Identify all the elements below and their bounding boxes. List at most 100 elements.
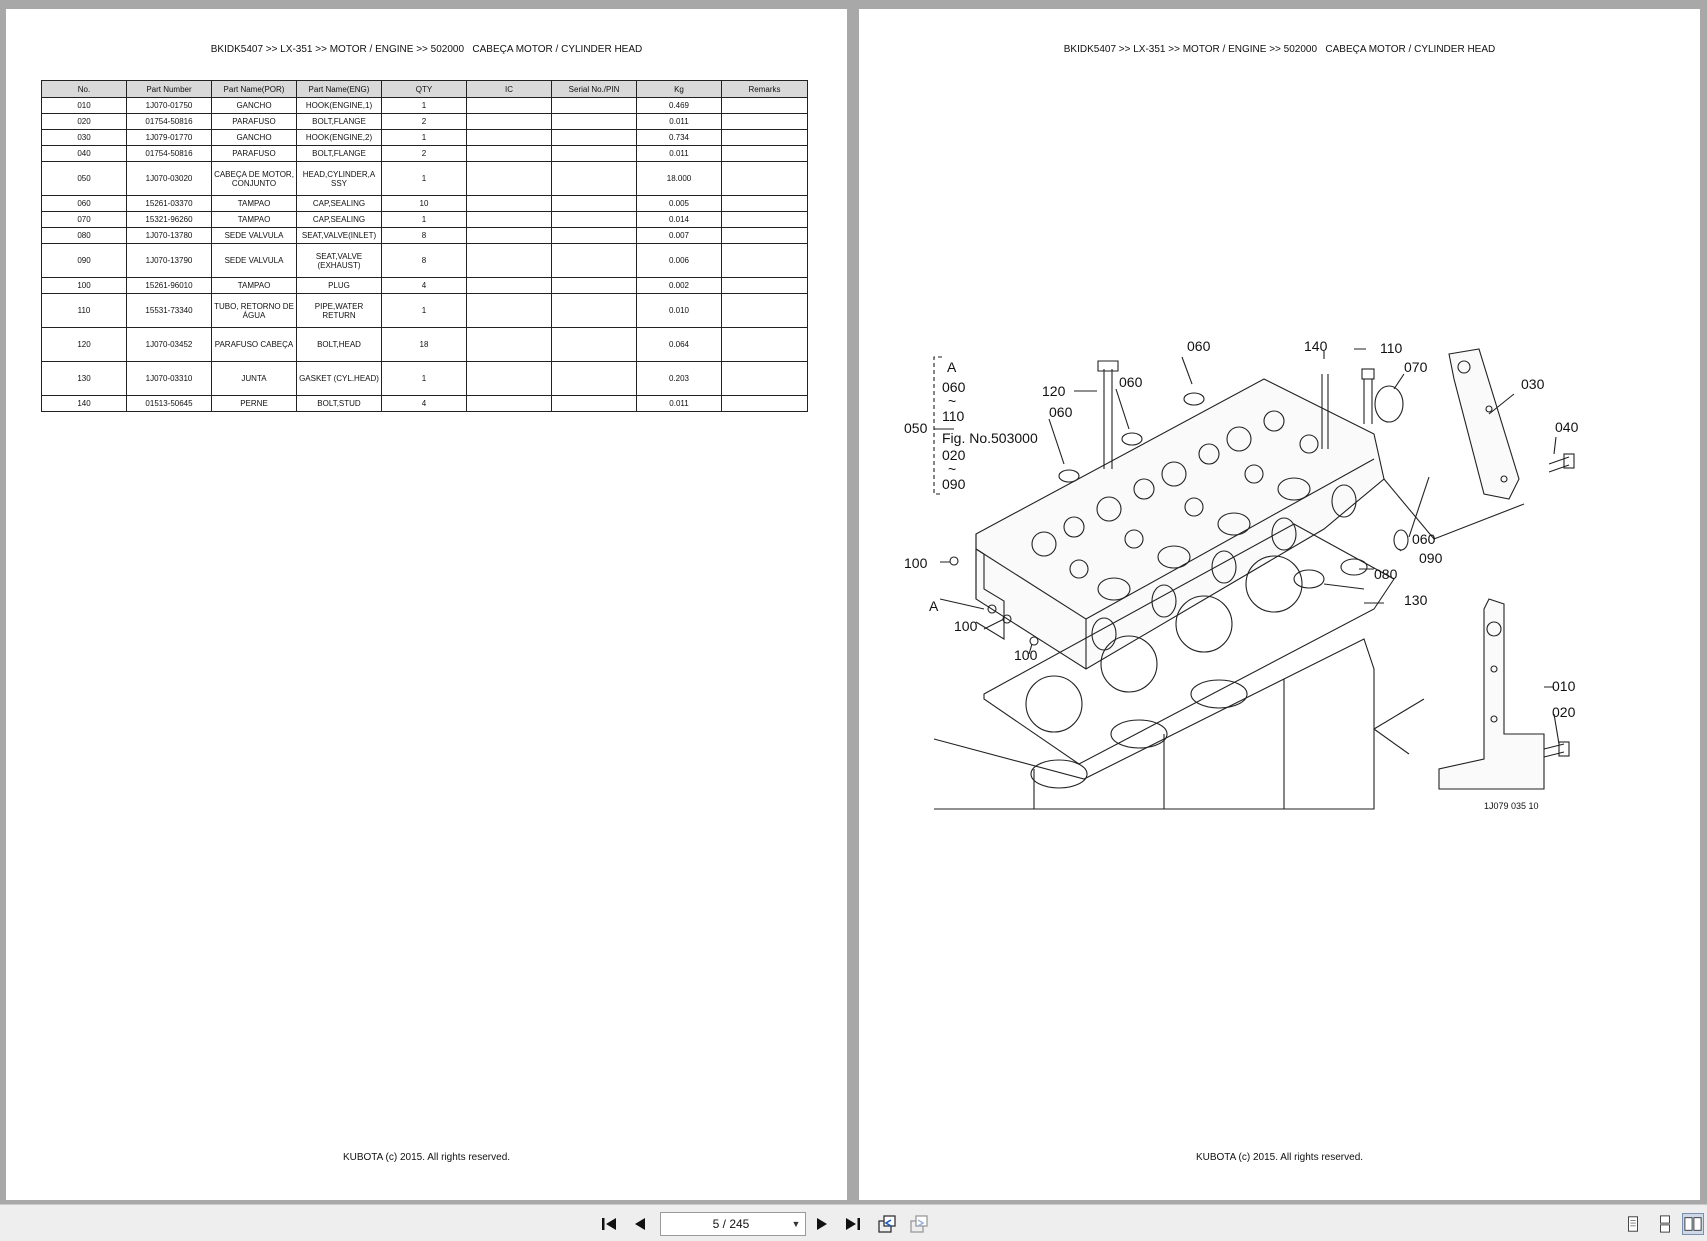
column-header-remarks: Remarks xyxy=(721,80,808,98)
cell-qty: 10 xyxy=(381,195,467,212)
triangle-left-icon xyxy=(635,1218,645,1230)
cell-serial xyxy=(551,243,637,278)
callout-060: 060 xyxy=(1119,374,1143,390)
bracket-note: A 060 ~ 110 Fig. No.503000 020 ~ 090 xyxy=(942,359,1038,492)
page-indicator: 5 / 245 xyxy=(712,1217,750,1231)
cell-part-number: 15261-03370 xyxy=(126,195,212,212)
cell-part-number: 1J079-01770 xyxy=(126,129,212,146)
bracket-note-line: ~ xyxy=(948,393,956,409)
chevron-down-icon: ▼ xyxy=(791,1219,801,1229)
cell-remarks xyxy=(721,97,808,114)
cell-ic xyxy=(466,97,552,114)
cell-name-por: TAMPAO xyxy=(211,211,297,228)
page-footer: KUBOTA (c) 2015. All rights reserved. xyxy=(1195,1152,1364,1163)
cell-remarks xyxy=(721,227,808,244)
cell-no: 110 xyxy=(41,293,127,328)
go-forward-button[interactable] xyxy=(908,1214,930,1234)
diagram-callouts: 060 140 110 070 030 120 060 060 040 050 … xyxy=(904,338,1579,720)
callout-060: 060 xyxy=(1412,531,1436,547)
cell-name-por: GANCHO xyxy=(211,129,297,146)
callout-130: 130 xyxy=(1404,592,1428,608)
single-page-icon xyxy=(1628,1216,1638,1232)
cell-name-por: GANCHO xyxy=(211,97,297,114)
page-number-selector[interactable]: 5 / 245 ▼ xyxy=(660,1212,806,1236)
callout-100: 100 xyxy=(904,555,928,571)
column-header-ic: IC xyxy=(466,80,552,98)
cell-qty: 1 xyxy=(381,293,467,328)
cell-remarks xyxy=(721,243,808,278)
cell-serial xyxy=(551,211,637,228)
column-header-no: No. xyxy=(41,80,127,98)
cell-qty: 4 xyxy=(381,277,467,294)
cell-name-por: TUBO, RETORNO DE ÁGUA xyxy=(211,293,297,328)
cell-part-number: 1J070-03020 xyxy=(126,161,212,196)
cell-name-eng: PLUG xyxy=(296,277,382,294)
cell-serial xyxy=(551,195,637,212)
cell-part-number: 01754-50816 xyxy=(126,145,212,162)
previous-page-button[interactable] xyxy=(629,1214,651,1234)
cell-remarks xyxy=(721,327,808,362)
cell-kg: 0.469 xyxy=(636,97,722,114)
bracket-note-line: 090 xyxy=(942,476,966,492)
cell-no: 070 xyxy=(41,211,127,228)
two-pages-icon xyxy=(1684,1217,1702,1231)
cell-ic xyxy=(466,277,552,294)
cell-remarks xyxy=(721,293,808,328)
skip-to-first-icon xyxy=(602,1218,616,1230)
cell-kg: 0.011 xyxy=(636,145,722,162)
callout-040: 040 xyxy=(1555,419,1579,435)
cell-remarks xyxy=(721,113,808,130)
next-page-button[interactable] xyxy=(811,1214,833,1234)
cell-no: 120 xyxy=(41,327,127,362)
cell-kg: 0.203 xyxy=(636,361,722,396)
last-page-button[interactable] xyxy=(842,1214,864,1234)
cell-name-por: SEDE VALVULA xyxy=(211,227,297,244)
return-page-icon xyxy=(878,1215,896,1233)
two-page-view-button[interactable] xyxy=(1682,1213,1704,1235)
bracket-note-line: 110 xyxy=(942,408,965,424)
table-header-row: No. Part Number Part Name(POR) Part Name… xyxy=(41,80,808,98)
callout-120: 120 xyxy=(1042,383,1066,399)
cell-no: 040 xyxy=(41,145,127,162)
cell-qty: 1 xyxy=(381,129,467,146)
cell-ic xyxy=(466,113,552,130)
cell-ic xyxy=(466,211,552,228)
cell-kg: 0.014 xyxy=(636,211,722,228)
callout-A: A xyxy=(929,598,939,614)
cell-no: 090 xyxy=(41,243,127,278)
cell-name-eng: CAP,SEALING xyxy=(296,195,382,212)
continuous-view-button[interactable] xyxy=(1654,1213,1676,1235)
diagram-linework xyxy=(933,348,1575,810)
cell-no: 030 xyxy=(41,129,127,146)
cell-name-por: PARAFUSO xyxy=(211,113,297,130)
cell-name-eng: BOLT,FLANGE xyxy=(296,113,382,130)
cell-qty: 1 xyxy=(381,161,467,196)
cell-no: 010 xyxy=(41,97,127,114)
cell-name-eng: GASKET (CYL.HEAD) xyxy=(296,361,382,396)
go-back-button[interactable] xyxy=(876,1214,898,1234)
cell-ic xyxy=(466,227,552,244)
cell-ic xyxy=(466,327,552,362)
cell-ic xyxy=(466,161,552,196)
cell-part-number: 1J070-03310 xyxy=(126,361,212,396)
cell-serial xyxy=(551,113,637,130)
cell-remarks xyxy=(721,195,808,212)
single-page-view-button[interactable] xyxy=(1622,1213,1644,1235)
column-header-name-por: Part Name(POR) xyxy=(211,80,297,98)
column-header-part-number: Part Number xyxy=(126,80,212,98)
cell-part-number: 1J070-13790 xyxy=(126,243,212,278)
cell-remarks xyxy=(721,211,808,228)
cell-name-por: PARAFUSO CABEÇA xyxy=(211,327,297,362)
callout-010: 010 xyxy=(1552,678,1576,694)
cell-remarks xyxy=(721,129,808,146)
cell-part-number: 15261-96010 xyxy=(126,277,212,294)
cell-serial xyxy=(551,129,637,146)
cell-remarks xyxy=(721,161,808,196)
first-page-button[interactable] xyxy=(598,1214,620,1234)
cell-serial xyxy=(551,145,637,162)
bracket-note-line: Fig. No.503000 xyxy=(942,430,1038,446)
cell-no: 130 xyxy=(41,361,127,396)
